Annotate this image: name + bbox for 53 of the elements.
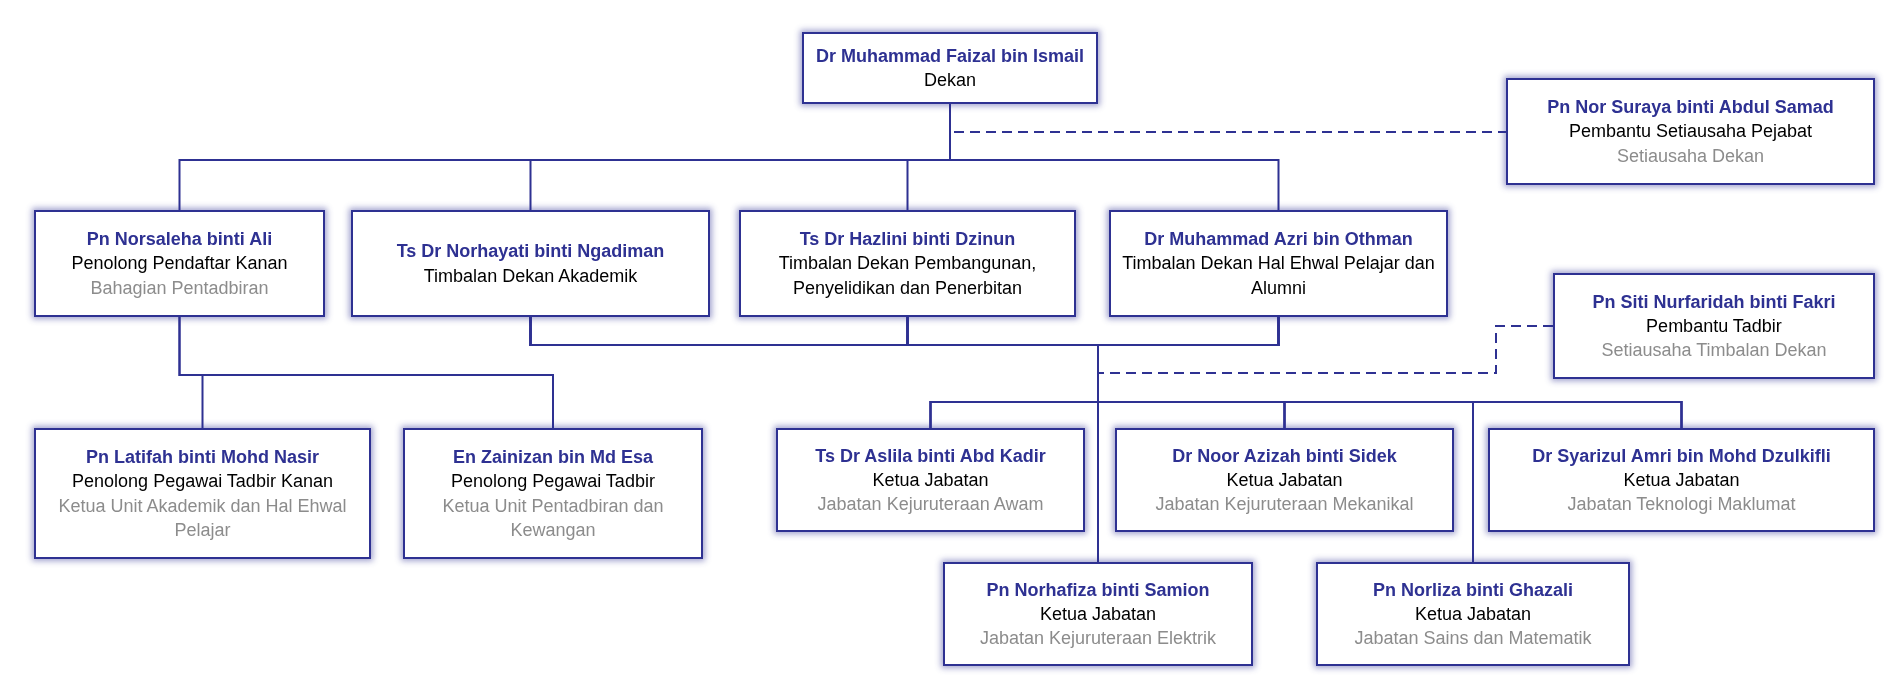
name-text: Dr Muhammad Azri bin Othman <box>1144 228 1413 252</box>
role-text: Ketua Jabatan <box>1623 468 1740 492</box>
department-text: Setiausaha Dekan <box>1616 144 1765 168</box>
name-text: Dr Muhammad Faizal bin Ismail <box>815 44 1085 68</box>
name-text: Pn Norhafiza binti Samion <box>986 578 1210 602</box>
department-text: Jabatan Kejuruteraan Mekanikal <box>1155 493 1414 517</box>
role-text: Dekan <box>924 69 976 92</box>
person-box <box>943 562 1253 666</box>
role-text: Ketua Jabatan <box>1226 468 1343 492</box>
role-text: Penolong Pendaftar Kanan <box>71 252 288 276</box>
name-text: Dr Syarizul Amri bin Mohd Dzulkifli <box>1532 444 1831 468</box>
role-text: Timbalan Dekan Pembangunan, Penyelidikan dan Penerbitan <box>777 252 1038 300</box>
role-text: Pembantu Tadbir <box>1646 314 1782 338</box>
person-box <box>776 428 1085 532</box>
connector-line <box>178 316 554 429</box>
name-text: Ts Dr Aslila binti Abd Kadir <box>815 444 1046 468</box>
person-box <box>34 210 325 317</box>
department-text: Ketua Unit Pentadbiran dan Kewangan <box>441 494 665 542</box>
person-box <box>1316 562 1630 666</box>
role-text: Timbalan Dekan Hal Ehwal Pelajar dan Alumni <box>1121 252 1436 300</box>
person-box <box>1109 210 1448 317</box>
name-text: Pn Norsaleha binti Ali <box>86 228 273 252</box>
role-text: Ketua Jabatan <box>872 468 989 492</box>
name-text: Dr Noor Azizah binti Sidek <box>1172 444 1397 468</box>
role-text: Penolong Pegawai Tadbir <box>451 470 655 494</box>
name-text: En Zainizan bin Md Esa <box>453 445 653 469</box>
person-box <box>1115 428 1454 532</box>
person-box <box>351 210 710 317</box>
department-text: Jabatan Kejuruteraan Elektrik <box>979 627 1217 651</box>
department-text: Jabatan Teknologi Maklumat <box>1567 493 1796 517</box>
role-text: Penolong Pegawai Tadbir Kanan <box>72 470 333 494</box>
department-text: Jabatan Sains dan Matematik <box>1354 627 1592 651</box>
name-text: Pn Norliza binti Ghazali <box>1373 578 1573 602</box>
role-text: Pembantu Setiausaha Pejabat <box>1568 120 1813 144</box>
department-text: Jabatan Kejuruteraan Awam <box>817 493 1044 517</box>
person-box <box>1553 273 1875 379</box>
department-text: Bahagian Pentadbiran <box>90 276 269 300</box>
person-box <box>739 210 1076 317</box>
person-box <box>403 428 703 559</box>
person-box <box>1506 78 1875 185</box>
name-text: Pn Nor Suraya binti Abdul Samad <box>1547 96 1834 120</box>
name-text: Pn Siti Nurfaridah binti Fakri <box>1592 290 1836 314</box>
name-text: Ts Dr Hazlini binti Dzinun <box>799 228 1016 252</box>
department-text: Ketua Unit Akademik dan Hal Ehwal Pelajar <box>57 494 348 542</box>
person-box <box>802 32 1098 104</box>
role-text: Ketua Jabatan <box>1414 602 1532 626</box>
name-text: Ts Dr Norhayati binti Ngadiman <box>396 240 665 264</box>
person-box <box>1488 428 1875 532</box>
role-text: Ketua Jabatan <box>1039 602 1157 626</box>
person-box <box>34 428 371 559</box>
name-text: Pn Latifah binti Mohd Nasir <box>86 445 319 469</box>
role-text: Timbalan Dekan Akademik <box>423 264 638 288</box>
department-text: Setiausaha Timbalan Dekan <box>1601 339 1827 363</box>
